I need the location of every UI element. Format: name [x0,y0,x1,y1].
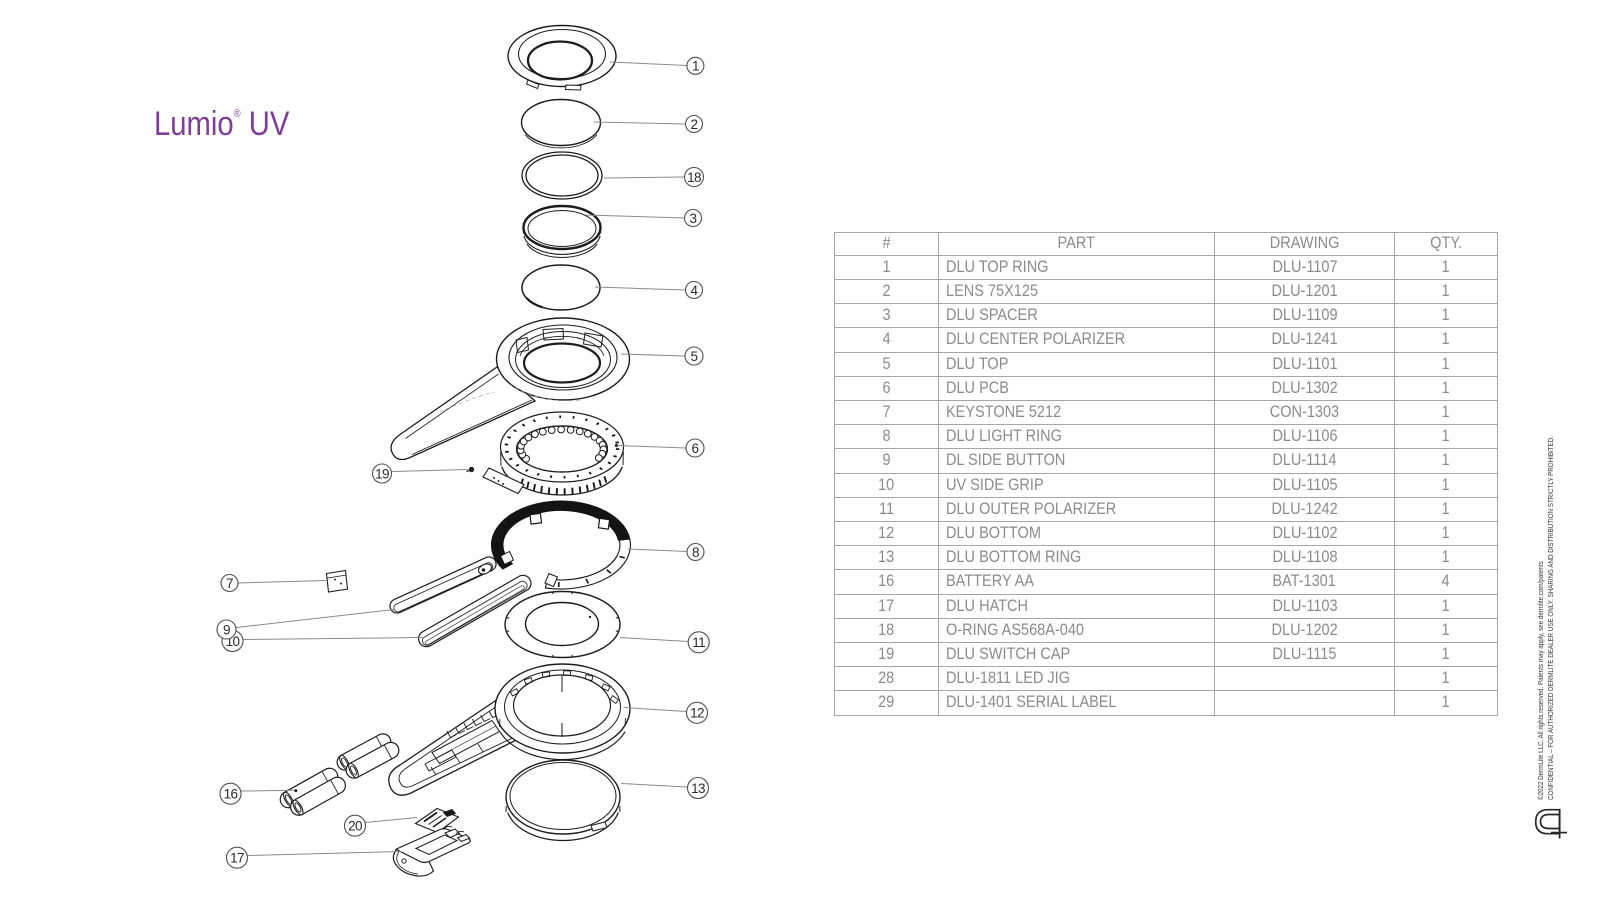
svg-text:4: 4 [691,283,699,298]
svg-text:18: 18 [687,170,701,185]
svg-text:17: 17 [230,851,244,866]
svg-text:2: 2 [691,117,698,132]
svg-text:7: 7 [226,576,233,591]
svg-text:1: 1 [692,59,699,74]
svg-text:6: 6 [692,441,699,456]
svg-text:11: 11 [692,635,705,650]
svg-text:5: 5 [691,349,698,364]
svg-text:13: 13 [691,781,705,796]
svg-text:16: 16 [224,787,238,802]
svg-text:20: 20 [348,819,362,834]
svg-text:12: 12 [690,706,704,721]
svg-text:9: 9 [223,622,230,637]
svg-text:3: 3 [690,211,697,226]
svg-text:19: 19 [375,466,389,481]
svg-text:8: 8 [692,545,699,560]
